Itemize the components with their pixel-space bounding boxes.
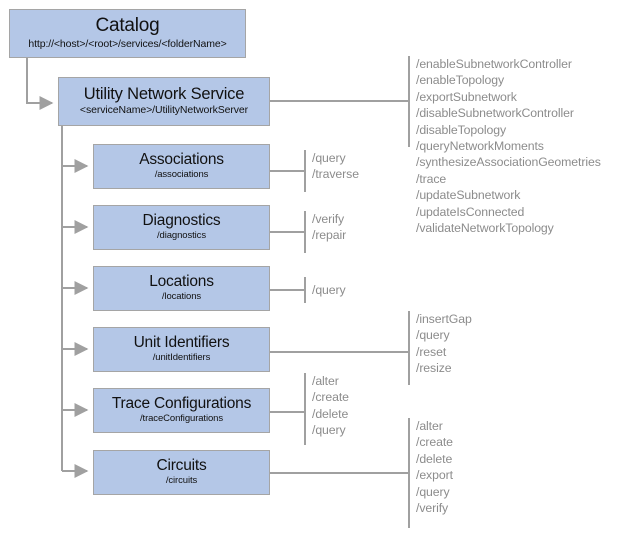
node-service-path: <serviceName>/UtilityNetworkServer bbox=[79, 104, 249, 117]
operation-item[interactable]: /queryNetworkMoments bbox=[416, 139, 544, 154]
node-catalog[interactable]: Catalog http://<host>/<root>/services/<f… bbox=[9, 9, 246, 58]
operation-item[interactable]: /disableSubnetworkController bbox=[416, 106, 574, 121]
operation-item[interactable]: /disableTopology bbox=[416, 122, 507, 137]
operations-list-associations: /query /traverse bbox=[312, 150, 359, 183]
node-catalog-title: Catalog bbox=[95, 15, 160, 37]
node-associations-path: /associations bbox=[154, 169, 209, 181]
node-locations[interactable]: Locations /locations bbox=[93, 266, 270, 311]
node-utility-network-service[interactable]: Utility Network Service <serviceName>/Ut… bbox=[58, 77, 270, 126]
node-diagnostics-path: /diagnostics bbox=[157, 230, 206, 242]
operation-item[interactable]: /synthesizeAssociationGeometries bbox=[416, 155, 601, 170]
operation-item[interactable]: /traverse bbox=[312, 167, 359, 182]
operation-item[interactable]: /delete bbox=[312, 406, 349, 421]
operation-item[interactable]: /enableSubnetworkController bbox=[416, 57, 572, 71]
node-circuits[interactable]: Circuits /circuits bbox=[93, 450, 270, 495]
node-associations-title: Associations bbox=[139, 151, 224, 169]
node-unit-identifiers-title: Unit Identifiers bbox=[133, 334, 230, 352]
node-circuits-title: Circuits bbox=[156, 457, 207, 475]
node-trace-configurations[interactable]: Trace Configurations /traceConfiguration… bbox=[93, 388, 270, 433]
node-service-title: Utility Network Service bbox=[83, 85, 245, 104]
operation-item[interactable]: /enableTopology bbox=[416, 73, 505, 88]
operation-item[interactable]: /verify bbox=[312, 212, 345, 226]
operation-item[interactable]: /exportSubnetwork bbox=[416, 89, 517, 104]
operation-item[interactable]: /verify bbox=[416, 501, 449, 516]
operation-item[interactable]: /query bbox=[312, 283, 346, 297]
node-trace-configurations-path: /traceConfigurations bbox=[139, 413, 224, 425]
node-locations-path: /locations bbox=[161, 291, 202, 303]
node-unit-identifiers[interactable]: Unit Identifiers /unitIdentifiers bbox=[93, 327, 270, 372]
operation-item[interactable]: /query bbox=[416, 328, 450, 343]
operation-item[interactable]: /repair bbox=[312, 228, 347, 243]
node-catalog-path: http://<host>/<root>/services/<folderNam… bbox=[28, 37, 227, 50]
node-unit-identifiers-path: /unitIdentifiers bbox=[152, 352, 211, 364]
operation-item[interactable]: /alter bbox=[416, 419, 443, 433]
operation-item[interactable]: /resize bbox=[416, 361, 452, 376]
operations-list-service: /enableSubnetworkController /enableTopol… bbox=[416, 56, 601, 236]
operations-list-circuits: /alter /create /delete /export /query /v… bbox=[416, 418, 453, 516]
operations-list-unit-identifiers: /insertGap /query /reset /resize bbox=[416, 311, 472, 377]
operation-item[interactable]: /query bbox=[312, 151, 346, 165]
operation-item[interactable]: /create bbox=[312, 390, 349, 405]
node-diagnostics-title: Diagnostics bbox=[142, 212, 221, 230]
operation-item[interactable]: /trace bbox=[416, 171, 447, 186]
operation-item[interactable]: /export bbox=[416, 468, 453, 483]
operation-item[interactable]: /updateSubnetwork bbox=[416, 188, 521, 203]
operations-list-diagnostics: /verify /repair bbox=[312, 211, 346, 244]
operations-list-locations: /query bbox=[312, 282, 346, 298]
operation-item[interactable]: /updateIsConnected bbox=[416, 204, 525, 219]
operation-item[interactable]: /reset bbox=[416, 344, 447, 359]
operation-item[interactable]: /delete bbox=[416, 451, 453, 466]
node-associations[interactable]: Associations /associations bbox=[93, 144, 270, 189]
operation-item[interactable]: /insertGap bbox=[416, 312, 472, 326]
node-circuits-path: /circuits bbox=[165, 475, 198, 487]
operation-item[interactable]: /alter bbox=[312, 374, 339, 388]
operation-item[interactable]: /query bbox=[416, 484, 450, 499]
node-trace-configurations-title: Trace Configurations bbox=[111, 395, 252, 413]
operation-item[interactable]: /query bbox=[312, 423, 346, 438]
operations-list-trace-configurations: /alter /create /delete /query bbox=[312, 373, 349, 439]
node-diagnostics[interactable]: Diagnostics /diagnostics bbox=[93, 205, 270, 250]
operation-item[interactable]: /validateNetworkTopology bbox=[416, 221, 554, 236]
operation-item[interactable]: /create bbox=[416, 435, 453, 450]
node-locations-title: Locations bbox=[149, 273, 214, 291]
